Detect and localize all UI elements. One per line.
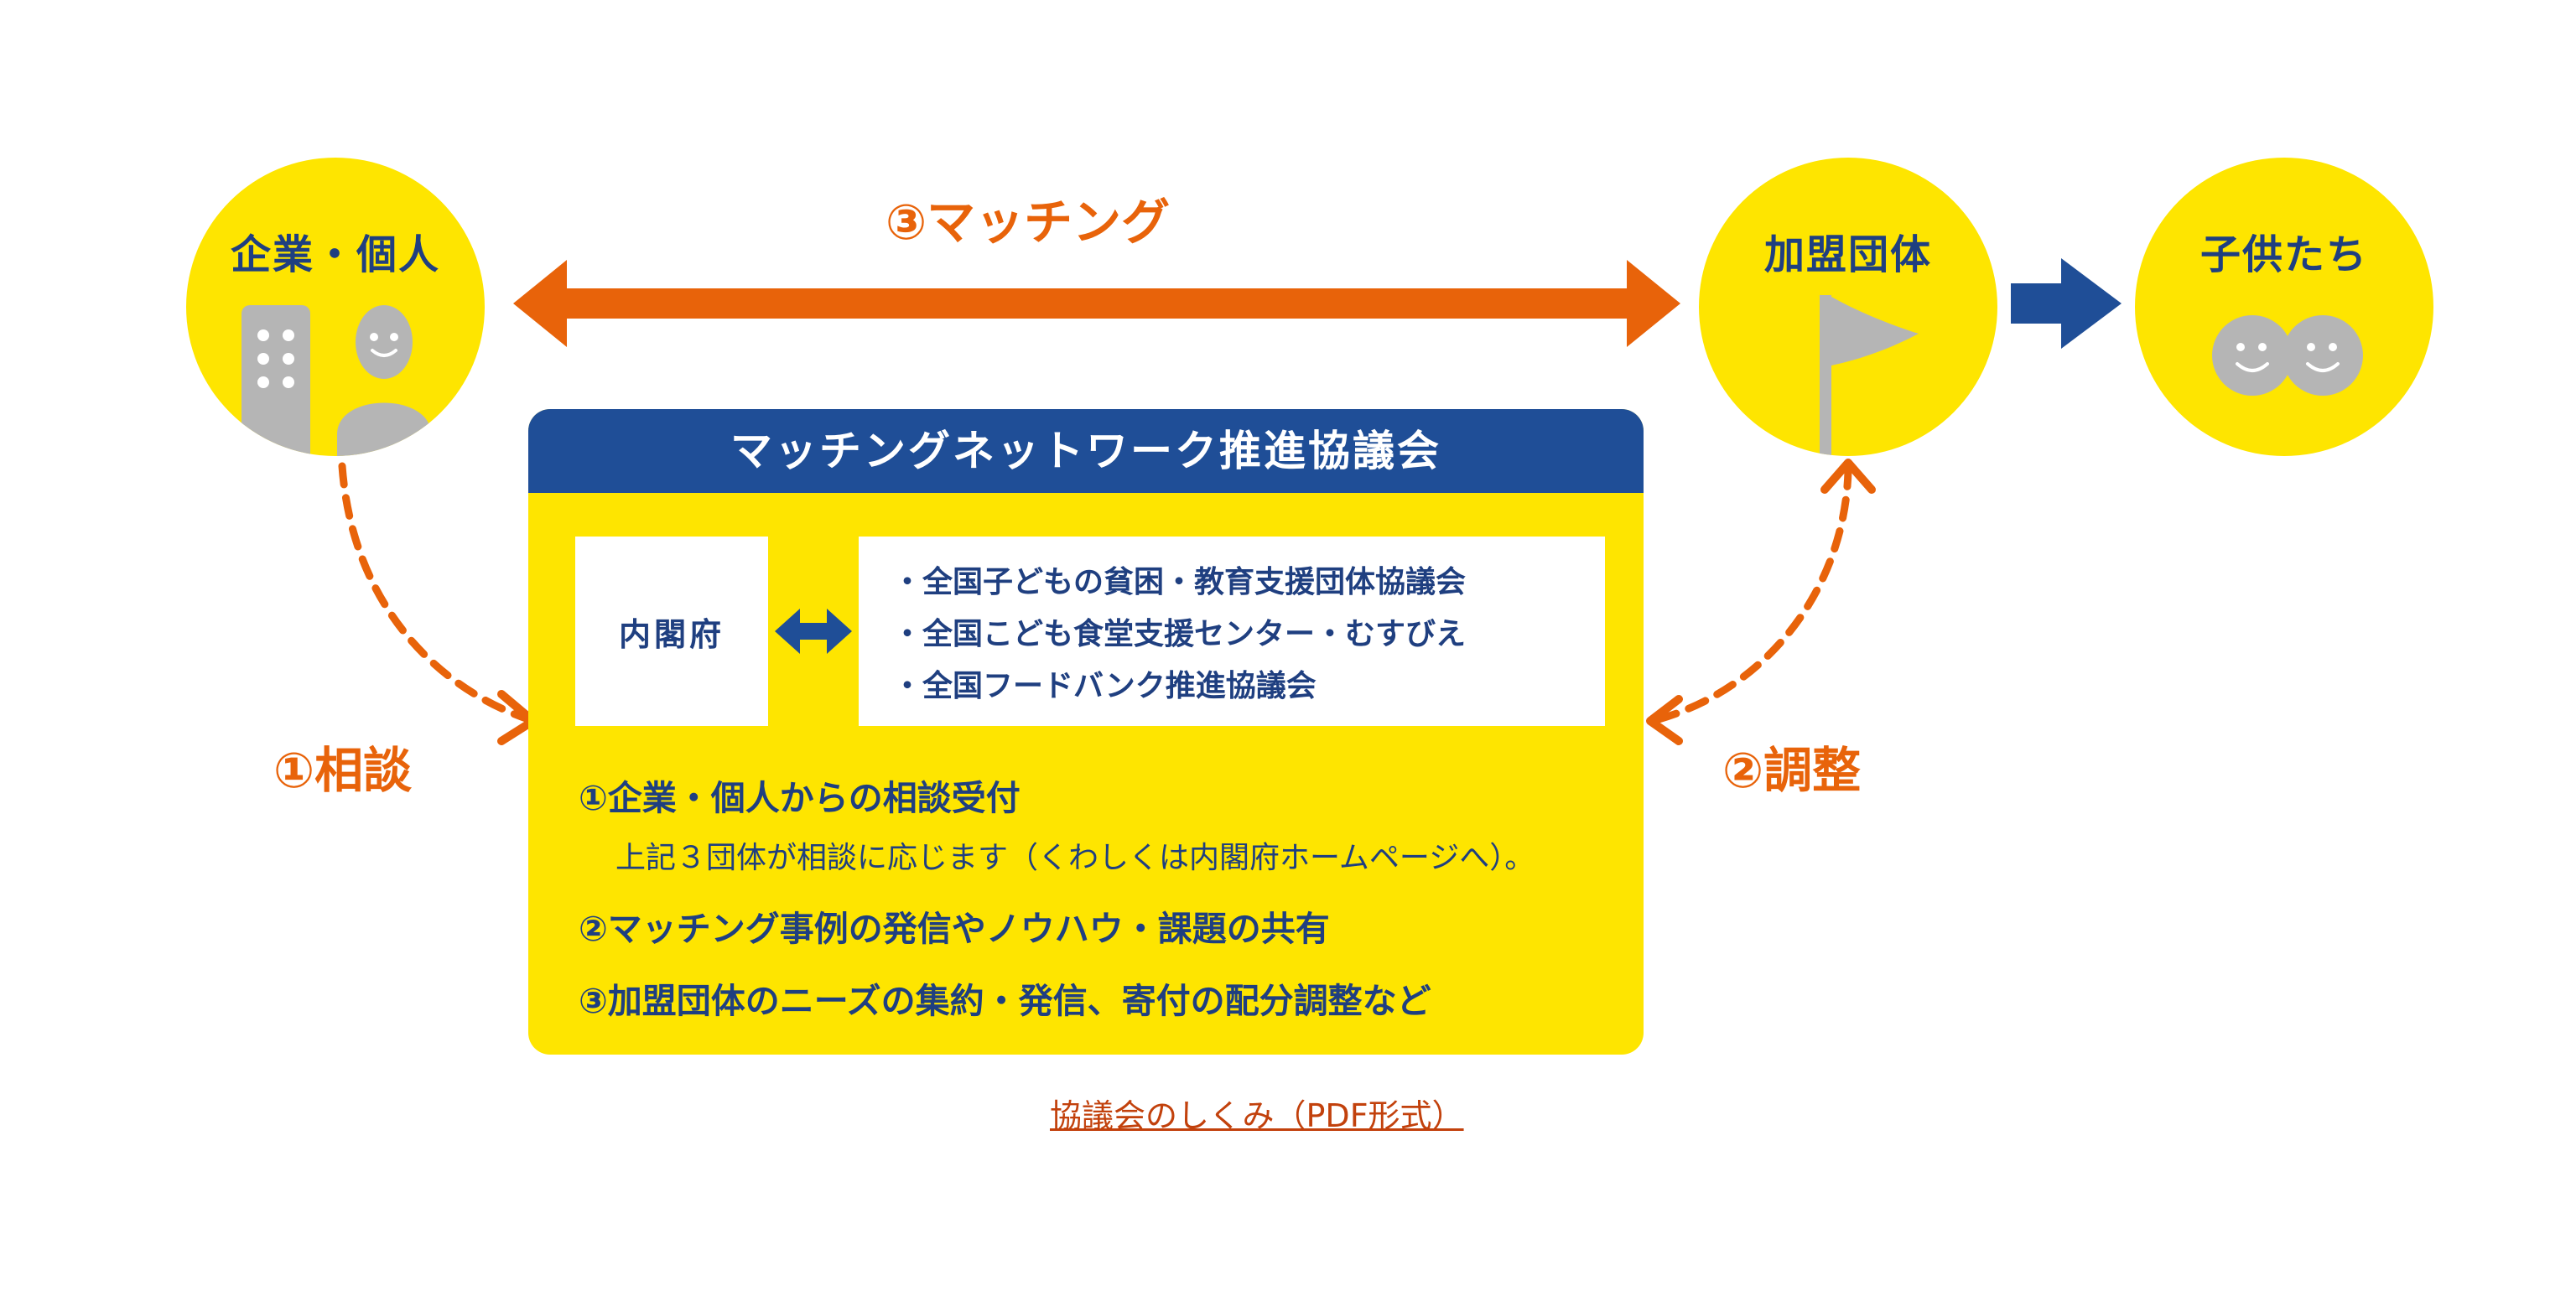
coordination-label: ②調整 [1722, 742, 1862, 799]
consultation-dashed-curve [338, 462, 532, 723]
duty-item-1: ①企業・個人からの相談受付 [579, 778, 1021, 818]
matching-label: ③マッチング [886, 194, 1171, 251]
council-structure-pdf-link[interactable]: 協議会のしくみ（PDF形式） [1050, 1097, 1464, 1134]
children-faces-icon [2212, 315, 2363, 396]
children-label: 子供たち [2199, 231, 2368, 278]
cabinet-link-double-arrow [775, 609, 852, 654]
duty-item-1-note: 上記３団体が相談に応じます（くわしくは内閣府ホームページへ）。 [615, 841, 1535, 875]
member-groups-circle: 加盟団体 [1699, 158, 1997, 456]
council-title: マッチングネットワーク推進協議会 [528, 409, 1644, 493]
member-organizations-box: ・全国子どもの貧困・教育支援団体協議会 ・全国こども食堂支援センター・むすびえ … [859, 537, 1605, 726]
coordination-arrowhead-up [1820, 459, 1876, 494]
coordination-dashed-curve [1654, 467, 1852, 723]
member-organization-item: ・全国フードバンク推進協議会 [892, 669, 1317, 703]
flag-icon [1820, 295, 1919, 456]
children-circle: 子供たち [2135, 158, 2433, 456]
member-organization-item: ・全国こども食堂支援センター・むすびえ [892, 617, 1467, 651]
cabinet-office-box: 内閣府 [575, 537, 768, 726]
company-individual-label: 企業・個人 [230, 231, 440, 278]
cabinet-office-label: 内閣府 [618, 615, 724, 653]
person-icon [337, 305, 431, 456]
building-icon [242, 305, 310, 456]
company-individual-circle: 企業・個人 [186, 158, 485, 456]
member-organization-item: ・全国子どもの貧困・教育支援団体協議会 [892, 565, 1467, 599]
council-panel: マッチングネットワーク推進協議会 内閣府 ・全国子どもの貧困・教育支援団体協議会… [528, 409, 1644, 1055]
duty-item-3: ③加盟団体のニーズの集約・発信、寄付の配分調整など [579, 981, 1431, 1021]
to-children-arrow [2011, 258, 2122, 349]
consultation-label: ①相談 [273, 742, 413, 799]
matching-double-arrow [513, 260, 1680, 347]
member-groups-label: 加盟団体 [1763, 231, 1932, 278]
coordination-arrowhead-left [1646, 695, 1683, 745]
duty-item-2: ②マッチング事例の発信やノウハウ・課題の共有 [579, 909, 1330, 949]
